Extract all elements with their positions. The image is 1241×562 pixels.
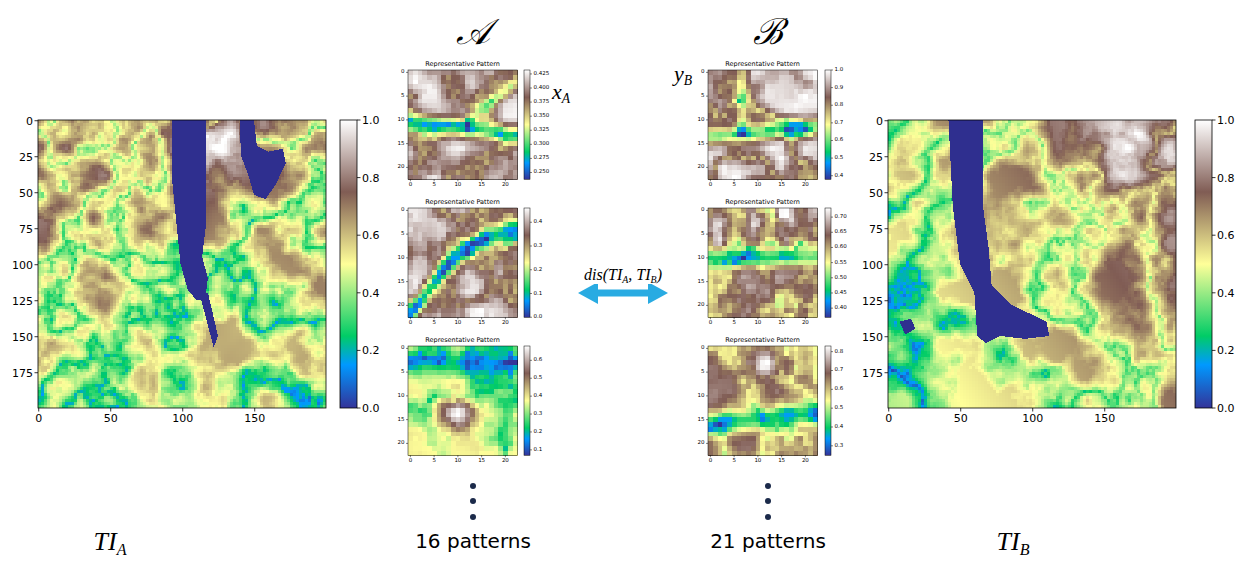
figure-canvas: TIA𝒜16 patternsRepresentative PatternxAR… xyxy=(0,0,1241,562)
